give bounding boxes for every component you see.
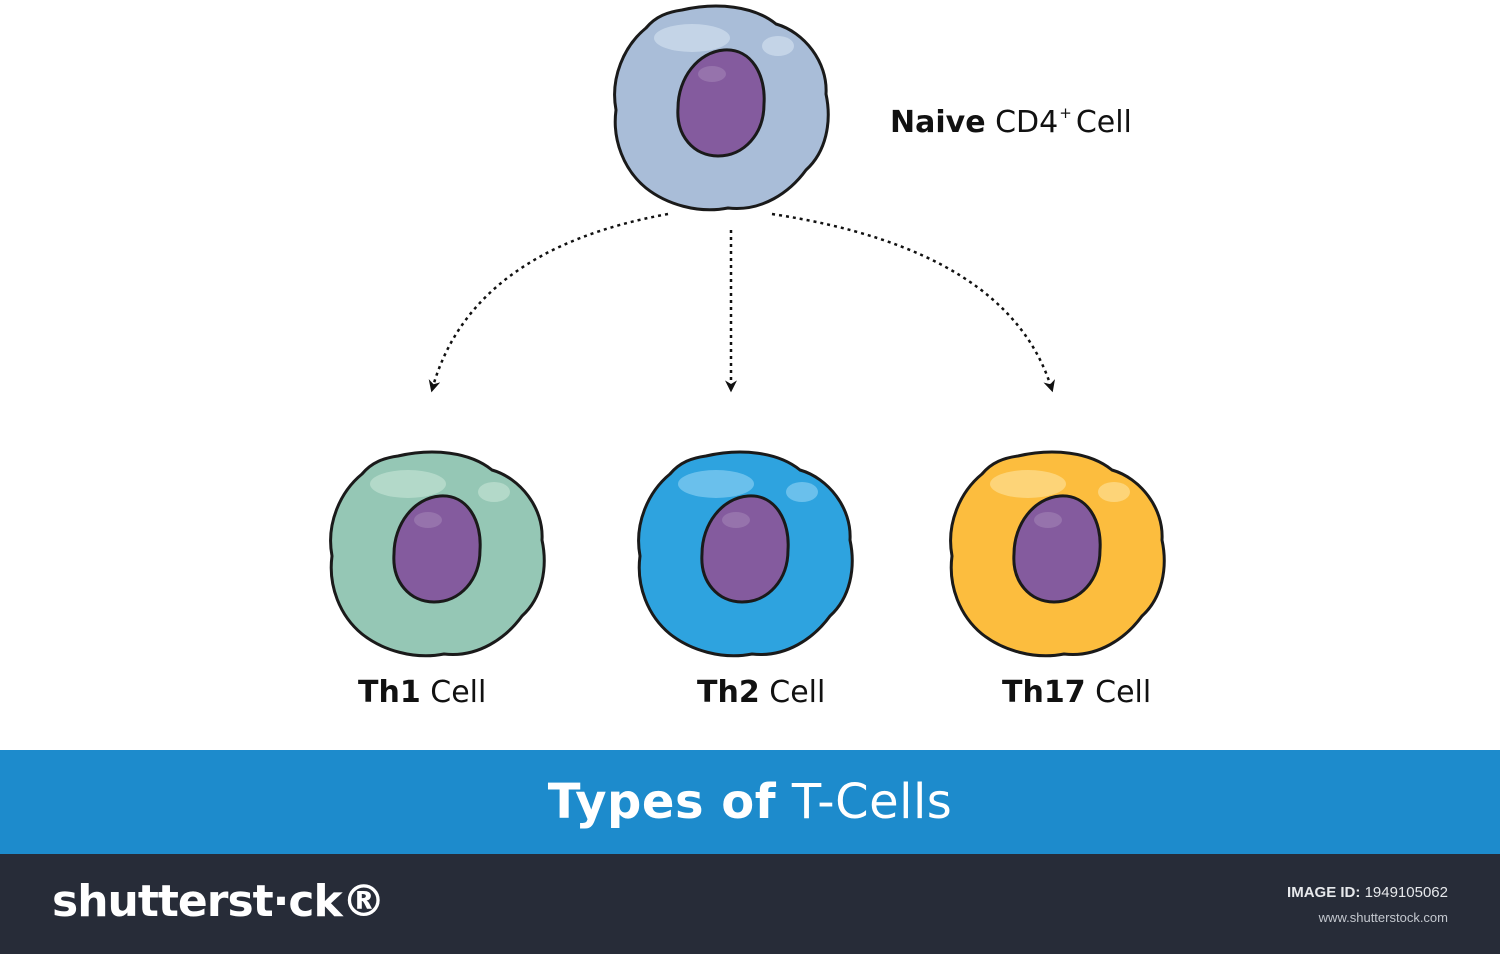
arrow-to-th17 — [771, 212, 1055, 393]
footer-bar: shutterst·ck® IMAGE ID: 1949105062 www.s… — [0, 854, 1500, 954]
th2-cell-highlight-2 — [786, 482, 818, 502]
th1-cell — [329, 450, 546, 658]
th2-cell — [637, 450, 854, 658]
naive-label-tail: Cell — [1075, 105, 1132, 140]
th17-cell — [949, 450, 1166, 658]
naive-cell-label: Naive CD4+Cell — [890, 104, 1132, 140]
th1-cell-nucleus — [392, 494, 482, 604]
arrow-to-th1 — [428, 212, 669, 393]
th17-label-rest: Cell — [1095, 675, 1152, 710]
th2-cell-nucleus — [700, 494, 790, 604]
naive-nucleus-shine — [698, 66, 726, 82]
th1-cell-highlight-2 — [478, 482, 510, 502]
th17-label-bold: Th17 — [1002, 675, 1086, 710]
th1-label-rest: Cell — [430, 675, 487, 710]
th17-cell-label: Th17 Cell — [1002, 675, 1151, 710]
th17-cell-nucleus — [1012, 494, 1102, 604]
th1-nucleus-shine — [414, 512, 442, 528]
brand-logo[interactable]: shutterst·ck® — [52, 876, 386, 927]
image-id: IMAGE ID: 1949105062 — [1287, 884, 1448, 901]
th17-cell-highlight — [990, 470, 1066, 498]
naive-label-superscript: + — [1059, 104, 1072, 122]
th2-label-bold: Th2 — [697, 675, 760, 710]
th2-cell-highlight — [678, 470, 754, 498]
th2-cell-label: Th2 Cell — [697, 675, 825, 710]
title-banner: Types of T-Cells — [0, 750, 1500, 854]
naive-label-marker: CD4 — [995, 105, 1059, 140]
naive-cd4-cell — [613, 4, 830, 212]
image-id-value: 1949105062 — [1364, 884, 1448, 901]
title-bold: Types of — [547, 774, 777, 830]
naive-cell-highlight — [654, 24, 730, 52]
th1-label-bold: Th1 — [358, 675, 421, 710]
th2-nucleus-shine — [722, 512, 750, 528]
t-cell-diagram — [329, 4, 1166, 658]
naive-cell-nucleus — [676, 48, 766, 158]
th17-cell-highlight-2 — [1098, 482, 1130, 502]
page-title: Types of T-Cells — [548, 774, 953, 830]
th1-cell-label: Th1 Cell — [358, 675, 486, 710]
image-id-key: IMAGE ID: — [1287, 884, 1361, 901]
th2-label-rest: Cell — [769, 675, 826, 710]
th17-nucleus-shine — [1034, 512, 1062, 528]
footer-url-link[interactable]: www.shutterstock.com — [1318, 910, 1448, 925]
naive-label-bold: Naive — [890, 105, 986, 140]
th1-cell-highlight — [370, 470, 446, 498]
title-rest: T-Cells — [791, 774, 953, 830]
naive-cell-highlight-2 — [762, 36, 794, 56]
